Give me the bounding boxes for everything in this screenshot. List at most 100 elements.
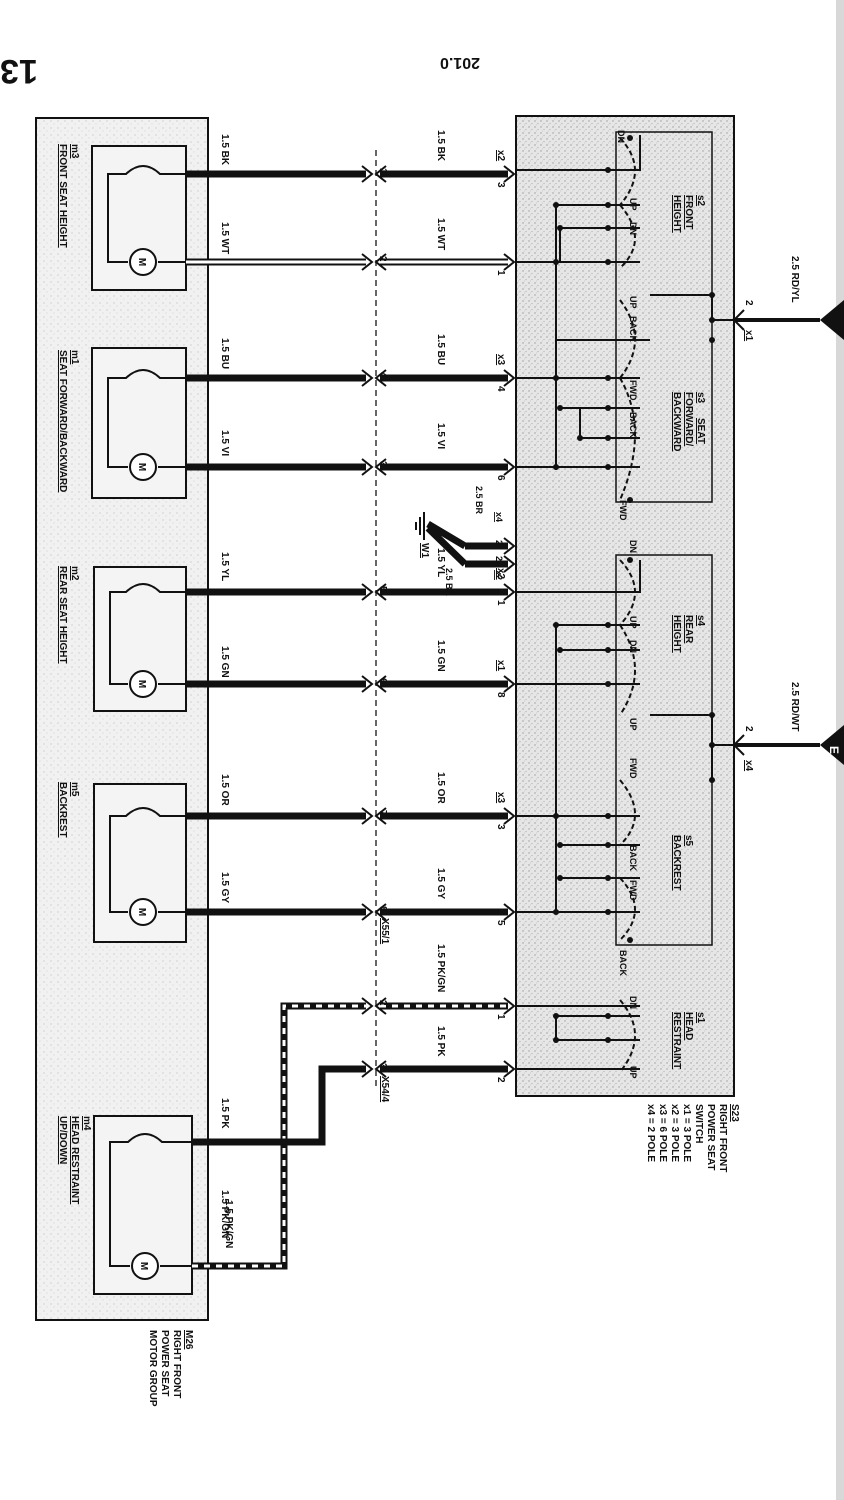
svg-text:UP: UP bbox=[628, 1066, 638, 1079]
svg-text:UP: UP bbox=[628, 616, 638, 629]
connector-pin-number: 7 bbox=[377, 810, 388, 816]
motor-m2-symbol: M bbox=[129, 670, 157, 698]
svg-text:BACK: BACK bbox=[628, 316, 638, 342]
wire-label-motor-side: 1.5 PK/GN bbox=[223, 1200, 234, 1248]
motor-m1-id: m1 bbox=[69, 350, 80, 365]
wire-label-switch-side: 1.5 GN bbox=[435, 640, 446, 672]
svg-text:HEIGHT: HEIGHT bbox=[671, 615, 682, 653]
power-seat-switch: s2 FRONT HEIGHT s3 SEAT FORWARD/ BACKWAR… bbox=[515, 115, 740, 1172]
wire-label-switch-side: 1.5 PK/GN bbox=[435, 944, 446, 992]
connector-pin-number: 6 bbox=[377, 678, 388, 684]
svg-text:M26: M26 bbox=[183, 1330, 194, 1350]
page-corner-number: 13 bbox=[0, 52, 38, 90]
wire-label-switch-side: 1.5 WT bbox=[435, 218, 446, 250]
svg-text:HEAD: HEAD bbox=[683, 1012, 694, 1040]
connector-x55-label: X55/1 bbox=[379, 918, 390, 945]
wire-label-switch-side: 1.5 BK bbox=[435, 130, 446, 162]
switch-connector-label: x2 bbox=[495, 150, 506, 162]
ground-w1: W1 2.5 BR 2.5 BR 2 2 x4 x2 bbox=[415, 486, 508, 597]
svg-text:SWITCH: SWITCH bbox=[693, 1104, 704, 1143]
svg-text:FWD: FWD bbox=[628, 380, 638, 401]
svg-text:UP: UP bbox=[628, 718, 638, 731]
motor-labels: m3 FRONT SEAT HEIGHT m1 SEAT FORWARD/BAC… bbox=[57, 144, 92, 1204]
motor-group: M M M M M m3 FRONT SEAT HEIGHT m1 SEAT F… bbox=[35, 117, 209, 1407]
switch-pin-number: 1 bbox=[495, 1014, 506, 1020]
switch-pin-number: 6 bbox=[495, 475, 506, 481]
switch-connector-label: x2 bbox=[495, 568, 506, 580]
switch-connector-label: x3 bbox=[495, 354, 506, 366]
svg-text:DN: DN bbox=[628, 640, 638, 653]
harness-connector: X55/1 X54/4 bbox=[375, 150, 390, 1103]
switch-state-labels: DN UP DN UP BACK FWD BACK FWD DN UP DN U… bbox=[616, 130, 638, 1079]
svg-text:2.5 BR: 2.5 BR bbox=[474, 486, 484, 515]
svg-text:BACKREST: BACKREST bbox=[671, 835, 682, 891]
wire-label-switch-side: 1.5 OR bbox=[435, 772, 446, 804]
motor-m4-label-1: HEAD RESTRAINT bbox=[69, 1116, 80, 1204]
svg-text:FRONT: FRONT bbox=[683, 195, 694, 229]
svg-text:BACKWARD: BACKWARD bbox=[671, 392, 682, 451]
connector-pins bbox=[361, 165, 516, 1078]
svg-text:x2: x2 bbox=[494, 570, 504, 580]
svg-text:M: M bbox=[136, 680, 147, 688]
wire-label-motor-side: 1.5 GN bbox=[219, 646, 230, 678]
svg-text:DN: DN bbox=[628, 540, 638, 553]
svg-text:x1 = 3 POLE: x1 = 3 POLE bbox=[681, 1104, 692, 1162]
connector-x54-label: X54/4 bbox=[379, 1076, 390, 1103]
motor-m4-id: m4 bbox=[81, 1116, 92, 1131]
wire-label-motor-side: 1.5 OR bbox=[219, 774, 230, 806]
svg-text:FWD: FWD bbox=[618, 500, 628, 521]
svg-text:POWER SEAT: POWER SEAT bbox=[159, 1330, 170, 1396]
switch-pin-number: 4 bbox=[495, 386, 506, 392]
switch-title: S23 RIGHT FRONT POWER SEAT SWITCH x1 = 3… bbox=[645, 1104, 740, 1172]
switch-pin-number: 2 bbox=[495, 1077, 506, 1083]
svg-text:RIGHT FRONT: RIGHT FRONT bbox=[171, 1330, 182, 1398]
wire-label-switch-side: 1.5 GY bbox=[435, 868, 446, 899]
connector-pin-number: 5 bbox=[377, 586, 388, 592]
svg-text:DN: DN bbox=[628, 222, 638, 235]
svg-text:x4: x4 bbox=[743, 760, 754, 772]
motor-m4-box bbox=[93, 1115, 193, 1295]
switch-box bbox=[515, 115, 735, 1097]
svg-text:s3: s3 bbox=[695, 392, 706, 404]
connector-pin-number: 1 bbox=[377, 168, 388, 174]
supply-e: E 2.5 RD/WT 2 x4 bbox=[732, 682, 844, 772]
motor-m1-symbol: M bbox=[129, 453, 157, 481]
svg-text:M: M bbox=[136, 258, 147, 266]
wire-label-switch-side: 1.5 BU bbox=[435, 334, 446, 365]
switch-pin-number: 3 bbox=[495, 182, 506, 188]
svg-text:2.5 BR: 2.5 BR bbox=[444, 568, 454, 597]
wire-label-motor-side: 1.5 PK bbox=[219, 1098, 230, 1129]
ground-w1-label: W1 bbox=[419, 543, 430, 558]
svg-text:E: E bbox=[827, 746, 841, 754]
motor-m3-symbol: M bbox=[129, 248, 157, 276]
svg-text:BACK: BACK bbox=[618, 950, 628, 976]
switch-pin-number: 3 bbox=[495, 824, 506, 830]
wire-label-motor-side: 1.5 BK bbox=[219, 134, 230, 166]
connector-pin-number: 4 bbox=[377, 372, 388, 378]
switch-section-labels: s2 FRONT HEIGHT s3 SEAT FORWARD/ BACKWAR… bbox=[671, 195, 706, 1069]
svg-text:s1: s1 bbox=[695, 1012, 706, 1024]
switch-pin-number: 1 bbox=[495, 270, 506, 276]
wire-10-pk bbox=[192, 1065, 508, 1146]
connector-pin-number: 8 bbox=[377, 906, 388, 912]
wire-label-switch-side: 1.5 YL bbox=[435, 548, 446, 577]
svg-text:DN: DN bbox=[628, 996, 638, 1009]
page-number: 201.0 bbox=[440, 54, 480, 71]
svg-text:x4: x4 bbox=[494, 512, 504, 522]
wire-9-pkgn bbox=[192, 1002, 508, 1270]
svg-text:UP: UP bbox=[628, 198, 638, 211]
svg-text:REAR: REAR bbox=[683, 615, 694, 644]
wires bbox=[186, 165, 516, 1270]
svg-text:BACK: BACK bbox=[628, 412, 638, 438]
switch-pin-number: 8 bbox=[495, 692, 506, 698]
svg-text:2: 2 bbox=[494, 556, 504, 561]
svg-text:2: 2 bbox=[743, 726, 754, 732]
svg-text:s5: s5 bbox=[683, 835, 694, 847]
svg-text:2.5 RD/YL: 2.5 RD/YL bbox=[789, 256, 800, 303]
svg-text:S23: S23 bbox=[729, 1104, 740, 1122]
motor-m5-symbol: M bbox=[129, 898, 157, 926]
motor-m5-id: m5 bbox=[69, 782, 80, 797]
svg-text:2.5 RD/WT: 2.5 RD/WT bbox=[789, 682, 800, 731]
